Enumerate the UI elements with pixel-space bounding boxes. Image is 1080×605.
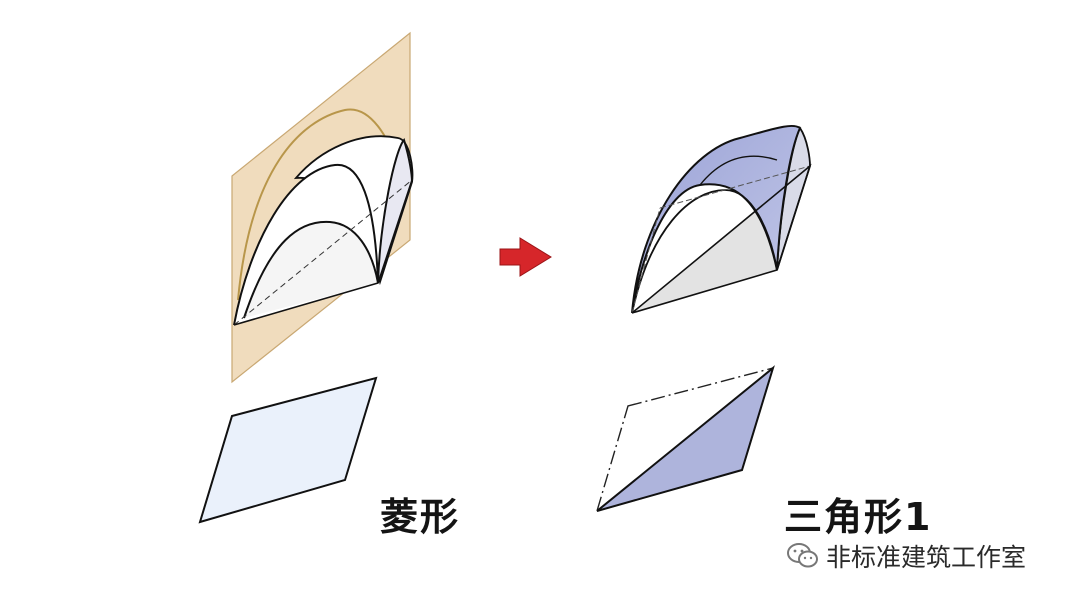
triangle-label: 三角形1 [784, 495, 933, 539]
triangle-base [595, 365, 775, 513]
wechat-icon [787, 543, 818, 568]
arrow-icon [499, 237, 552, 277]
rhombus-vault-surface [233, 135, 414, 326]
rhombus-base [198, 376, 378, 524]
watermark-text: 非标准建筑工作室 [826, 543, 1027, 572]
rhombus-label: 菱形 [380, 495, 461, 539]
watermark: 非标准建筑工作室 [786, 538, 1026, 574]
triangle-vault-surface [631, 124, 812, 314]
